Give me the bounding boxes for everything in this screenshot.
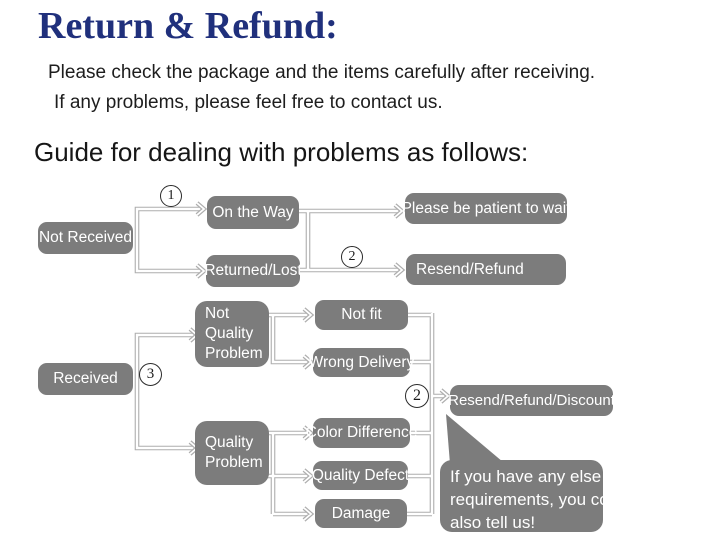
- speech-bubble-tail: [446, 414, 503, 464]
- node-quality-problem: Quality Problem: [195, 421, 269, 485]
- node-please-wait: Please be patient to wait: [402, 193, 570, 224]
- note-line: If you have any else: [450, 467, 602, 486]
- node-quality-defect: Quality Defect: [312, 461, 409, 490]
- node-line: Not: [205, 305, 230, 322]
- node-on-the-way: On the Way: [207, 196, 299, 229]
- step-marker-2-bottom: 2: [405, 384, 429, 408]
- node-line: Quality: [205, 325, 254, 342]
- node-resend-refund-discount: Resend/Refund/Discount: [448, 385, 615, 416]
- intro-line-1: Please check the package and the items c…: [48, 62, 596, 83]
- page-title: Return & Refund:: [38, 5, 338, 47]
- node-not-received: Not Received: [38, 222, 133, 254]
- node-line: Problem: [205, 454, 263, 471]
- node-received: Received: [38, 363, 133, 395]
- node-color-difference: Color Difference: [306, 418, 417, 448]
- node-returned-lost: Returned/Lost: [204, 255, 302, 287]
- note-line: requirements, you could: [450, 490, 632, 509]
- intro-line-2: If any problems, please feel free to con…: [54, 92, 443, 113]
- node-resend-refund: Resend/Refund: [406, 254, 566, 285]
- node-not-quality-problem: Not Quality Problem: [195, 301, 269, 367]
- step-marker-1: 1: [160, 185, 182, 207]
- node-wrong-delivery: Wrong Delivery: [309, 348, 414, 377]
- note-speech-bubble: If you have any else requirements, you c…: [440, 460, 632, 532]
- guide-heading: Guide for dealing with problems as follo…: [34, 137, 529, 167]
- node-damage: Damage: [315, 499, 407, 528]
- step-marker-3: 3: [139, 363, 162, 386]
- node-line: Problem: [205, 345, 263, 362]
- note-line: also tell us!: [450, 513, 536, 532]
- node-not-fit: Not fit: [315, 300, 408, 330]
- connector-inner: [135, 207, 446, 516]
- node-line: Quality: [205, 434, 254, 451]
- step-marker-2-top: 2: [341, 246, 363, 268]
